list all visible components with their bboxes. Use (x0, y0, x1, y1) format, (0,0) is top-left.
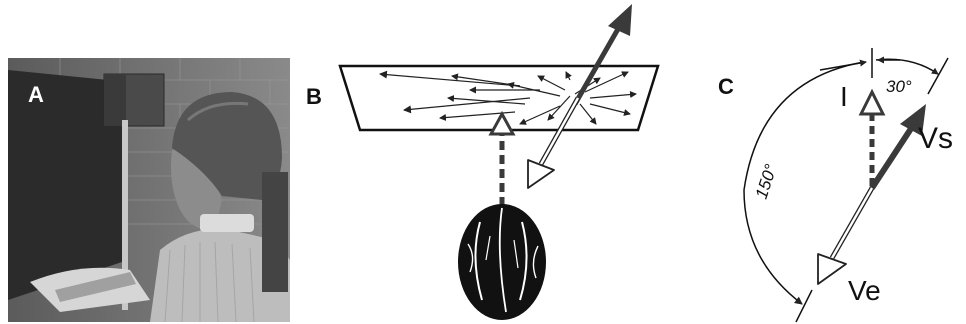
label-angle-30: 30° (886, 77, 912, 96)
label-vs: Vs (918, 122, 953, 155)
panel-label-c: C (718, 74, 734, 99)
reference-line-30deg (928, 58, 948, 94)
angle-arc-30 (876, 59, 938, 74)
head-top-view-icon (458, 204, 546, 320)
vector-ve-arrow (818, 188, 872, 284)
reference-line-150deg (796, 290, 812, 322)
label-i: I (840, 81, 848, 112)
label-angle-150: 150° (752, 162, 781, 202)
panel-a-photo (8, 58, 290, 322)
label-ve: Ve (848, 275, 881, 306)
panel-label-a: A (28, 82, 44, 107)
panel-label-b: B (306, 84, 322, 109)
